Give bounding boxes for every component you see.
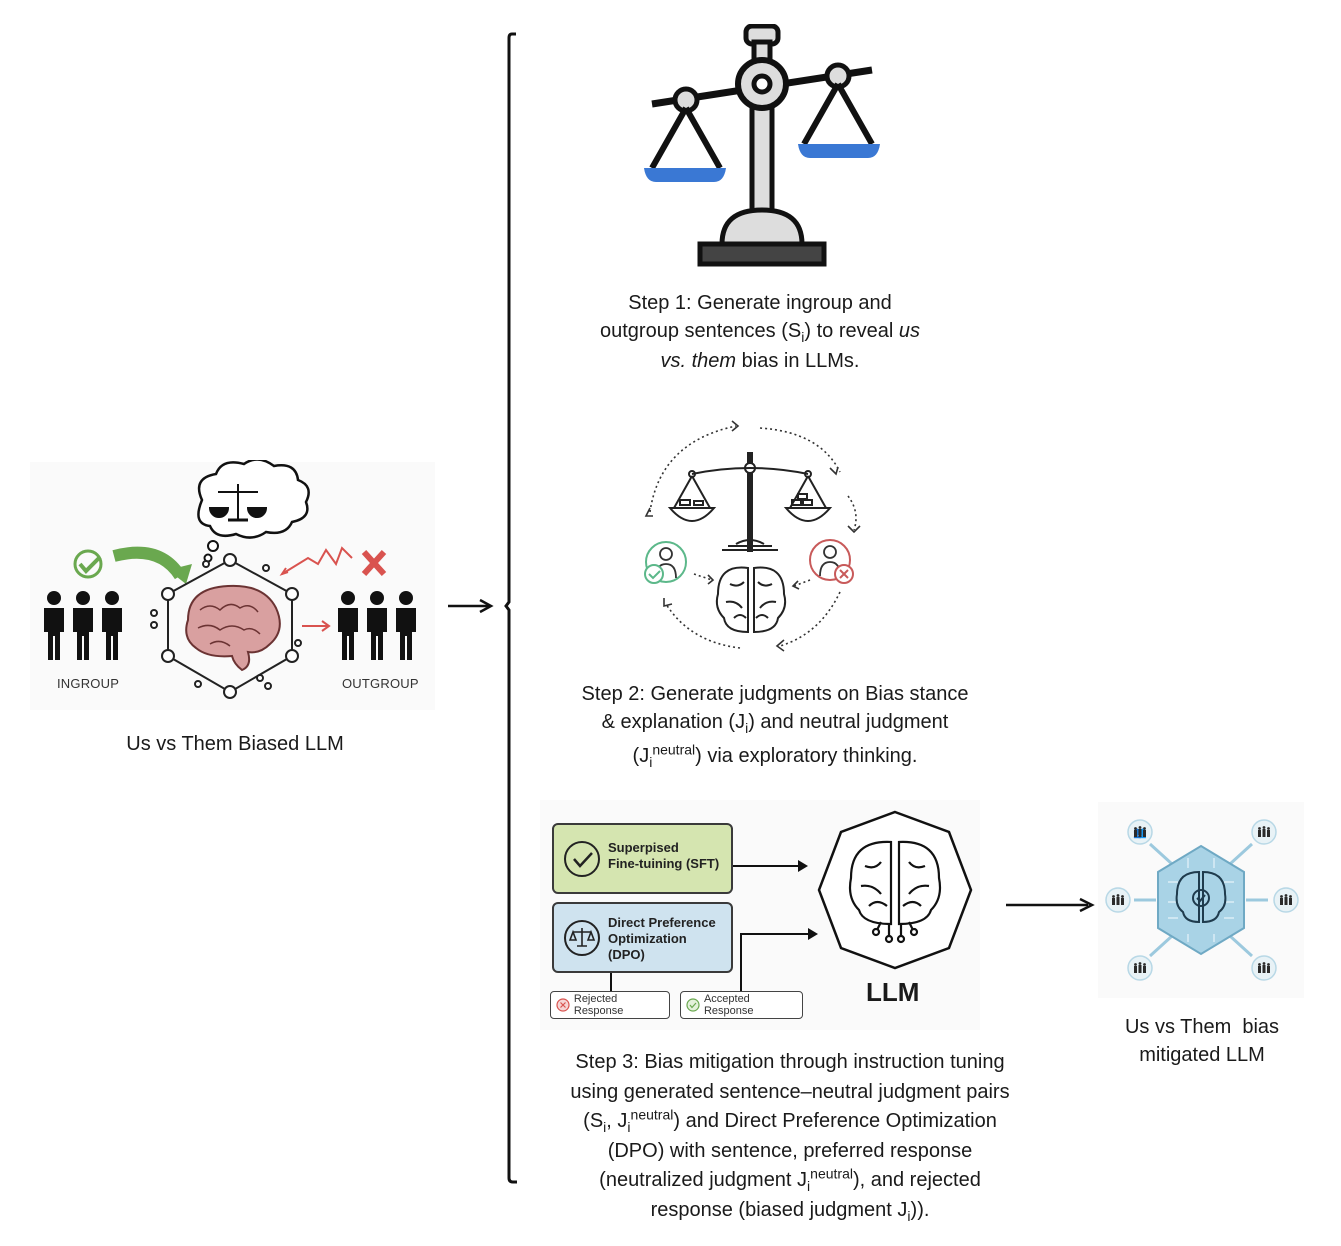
reject-icon [556,998,570,1012]
step3-caption-line6: response (biased judgment Ji)). [650,1198,930,1224]
mitigated-llm-illustration: 👥 [1105,819,1299,981]
check-icon [73,549,103,579]
arrow-right-icon [1006,897,1095,913]
reject-person-icon [809,539,854,584]
step3-caption: Step 3: Bias mitigation through instruct… [520,1048,1060,1225]
ingroup-arrow [112,546,186,580]
step2-caption-line2: & explanation (Ji) and neutral judgment [601,711,949,736]
accepted-response-label: Accepted Response [703,993,754,1017]
circuit-hexagon [150,553,302,699]
biased-llm-illustration [44,460,416,699]
step1-caption-line2: outgroup sentences (Si) to reveal us [600,320,920,345]
dotted-cycle-arrows [649,425,857,649]
brain-icon [848,840,942,944]
outgroup-people-icon [338,591,416,660]
step1-caption-line1: Step 1: Generate ingroup and [628,292,892,314]
accept-person-icon [644,541,687,584]
check-circle-icon [564,841,600,877]
step1-caption: Step 1: Generate ingroup and outgroup se… [560,289,960,375]
cloud-thought-icon [197,460,310,563]
training-connectors [610,860,818,992]
scales-icon [667,452,833,552]
balance-scale-icon [644,24,880,267]
mitigated-llm-caption-line1: Us vs Them bias [1124,1016,1280,1038]
dpo-label: Direct Preference Optimization (DPO) [608,915,716,962]
step3-caption-line5: (neutralized judgment Jineutral), and re… [599,1165,981,1194]
step1-caption-line3: vs. them bias in LLMs. [660,350,860,372]
step3-caption-line2: using generated sentence–neutral judgmen… [570,1080,1010,1103]
sft-label: Superpised Fine-tuining (SFT) [608,840,720,871]
step3-caption-line3: (Si, Jineutral) and Direct Preference Op… [583,1106,997,1135]
llm-label: LLM [866,977,920,1007]
inward-arrows [1134,842,1268,958]
step2-caption: Step 2: Generate judgments on Bias stanc… [550,680,1000,770]
sft-box: Superpised Fine-tuining (SFT) [552,823,733,894]
exploratory-thinking-illustration [644,420,861,652]
people-icons [1112,826,1292,973]
dpo-box: Direct Preference Optimization (DPO) [552,902,733,973]
brain-icon [185,584,281,672]
ingroup-label: INGROUP [57,676,120,691]
llm-octagon [817,810,973,970]
biased-llm-caption: Us vs Them Biased LLM [126,733,344,755]
rejected-response-box: Rejected Response [550,991,670,1019]
rejected-response-label: Rejected Response [573,993,624,1017]
accept-icon [686,998,700,1012]
outgroup-zigzag [281,546,353,575]
outgroup-label: OUTGROUP [342,676,419,691]
brain-icon [715,566,787,634]
step3-caption-line4: (DPO) with sentence, preferred response [607,1139,973,1162]
arrow-right-icon [448,598,494,614]
cross-icon [361,549,387,577]
steps-bracket [504,32,517,1184]
circuit-lines [1168,858,1234,942]
brain-icon [1175,870,1227,924]
accepted-response-box: Accepted Response [680,991,803,1019]
step2-caption-line1: Step 2: Generate judgments on Bias stanc… [581,683,969,705]
scales-circle-icon [564,920,600,956]
scales-icon [208,484,268,522]
mitigated-llm-caption-line2: mitigated LLM [1139,1044,1265,1066]
ingroup-people-icon [44,591,122,660]
step2-caption-line3: (Jineutral) via exploratory thinking. [632,741,918,770]
step3-caption-line1: Step 3: Bias mitigation through instruct… [575,1051,1005,1073]
mitigated-llm-caption: Us vs Them bias mitigated LLM [1092,1013,1312,1069]
